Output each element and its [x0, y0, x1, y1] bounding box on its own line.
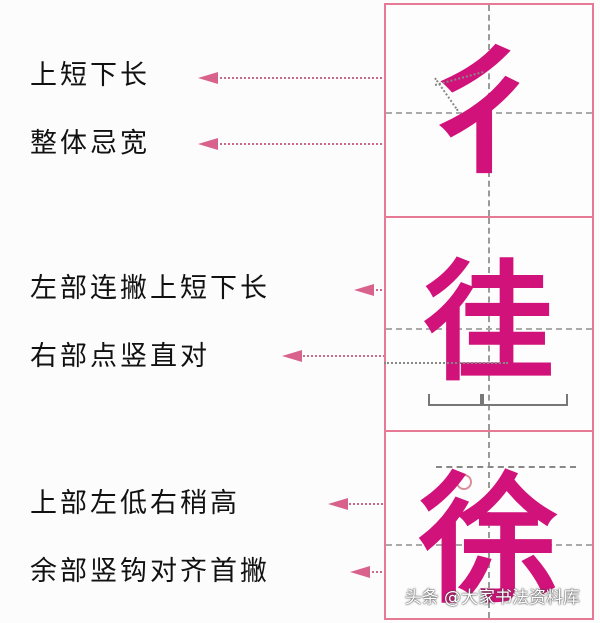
- annotation-label-5: 上部左低右稍高: [30, 488, 240, 519]
- arrow-left-icon: [350, 566, 370, 578]
- arrow-left-icon: [328, 498, 348, 510]
- annotation-label-3: 左部连撇上短下长: [30, 273, 270, 304]
- arrow-line: [346, 503, 418, 505]
- grid-horizontal-line: [386, 544, 592, 546]
- top-alignment-guide: [436, 466, 576, 468]
- grid-horizontal-line: [386, 328, 592, 330]
- arrow-5: [328, 498, 418, 510]
- grid-horizontal-line: [386, 112, 592, 114]
- annotation-label-6: 余部竖钩对齐首撇: [30, 556, 270, 587]
- arrow-left-icon: [198, 72, 218, 84]
- annotation-label-4: 右部点竖直对: [30, 341, 210, 372]
- practice-box-2: 徍: [384, 216, 594, 432]
- grid-vertical-line: [488, 432, 490, 618]
- watermark: 头条 @大家书法资料库: [404, 588, 580, 608]
- arrow-line: [216, 77, 438, 79]
- guide-line: [384, 362, 508, 364]
- grid-vertical-line: [488, 5, 490, 216]
- calligraphy-character: 徍: [423, 247, 554, 399]
- arrow-2: [198, 138, 410, 150]
- grid-vertical-line: [488, 218, 490, 430]
- arrow-1: [198, 72, 438, 84]
- annotation-label-2: 整体忌宽: [30, 128, 150, 159]
- annotation-label-1: 上短下长: [30, 60, 150, 91]
- calligraphy-character: 彳: [413, 31, 554, 194]
- arrow-left-icon: [198, 138, 218, 150]
- arrow-left-icon: [354, 284, 374, 296]
- width-bracket-right: [480, 394, 568, 406]
- calligraphy-character: 徐: [418, 460, 559, 623]
- width-bracket-left: [428, 394, 484, 406]
- practice-box-3: 徐: [384, 430, 594, 623]
- arrow-line: [216, 143, 410, 145]
- start-point-marker: [456, 474, 472, 490]
- arrow-left-icon: [282, 350, 302, 362]
- practice-box-1: 彳: [384, 3, 594, 218]
